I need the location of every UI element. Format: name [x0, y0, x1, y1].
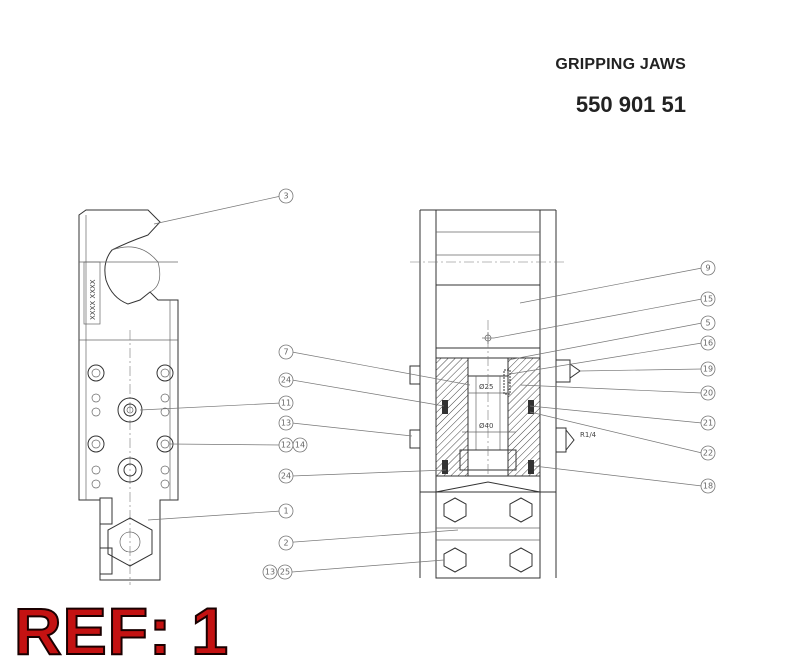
callout-18: 18: [700, 478, 716, 494]
callout-22: 22: [700, 445, 716, 461]
callout-7: 7: [278, 344, 294, 360]
svg-text:19: 19: [703, 365, 713, 374]
svg-text:22: 22: [703, 449, 713, 458]
callout-24-lower: 24: [278, 468, 294, 484]
reference-label: REF: 1: [13, 594, 230, 668]
part-number: 550 901 51: [575, 92, 686, 117]
callout-15: 15: [700, 291, 716, 307]
svg-text:24: 24: [281, 376, 291, 385]
svg-text:20: 20: [703, 389, 713, 398]
callout-9: 9: [700, 260, 716, 276]
side-marking: XXXX XXXX: [89, 279, 97, 320]
svg-text:24: 24: [281, 472, 291, 481]
callout-5: 5: [700, 315, 716, 331]
leader-lines: [139, 195, 703, 573]
callout-1: 1: [278, 503, 294, 519]
svg-text:18: 18: [703, 482, 713, 491]
svg-text:15: 15: [703, 295, 713, 304]
dim-bore-small: Ø25: [479, 383, 493, 391]
side-view: XXXX XXXX: [78, 209, 179, 585]
callout-24-upper: 24: [278, 372, 294, 388]
svg-text:12: 12: [281, 441, 291, 450]
section-view: Ø25 Ø40 R1/4: [409, 209, 597, 579]
svg-text:7: 7: [283, 348, 288, 357]
callout-2: 2: [278, 535, 294, 551]
callout-13-lower: 13: [262, 564, 278, 580]
bolt-group: [87, 364, 174, 575]
callout-11: 11: [278, 395, 294, 411]
svg-text:1: 1: [283, 507, 288, 516]
callout-20: 20: [700, 385, 716, 401]
jaw-outline: [78, 209, 179, 581]
svg-text:14: 14: [295, 441, 305, 450]
svg-text:5: 5: [705, 319, 710, 328]
dim-bore-large: Ø40: [479, 422, 493, 430]
callout-19: 19: [700, 361, 716, 377]
svg-text:13: 13: [265, 568, 275, 577]
svg-text:16: 16: [703, 339, 713, 348]
callout-14: 14: [292, 437, 308, 453]
callout-13: 13: [278, 415, 294, 431]
callout-25: 25: [277, 564, 293, 580]
svg-text:3: 3: [283, 192, 288, 201]
callout-21: 21: [700, 415, 716, 431]
callout-3: 3: [278, 188, 294, 204]
callout-16: 16: [700, 335, 716, 351]
svg-text:21: 21: [703, 419, 713, 428]
drawing-title: GRIPPING JAWS: [555, 56, 686, 73]
svg-text:2: 2: [283, 539, 288, 548]
callout-12: 12: [278, 437, 294, 453]
svg-text:9: 9: [705, 264, 710, 273]
dim-thread: R1/4: [580, 431, 597, 439]
svg-text:11: 11: [281, 399, 291, 408]
svg-text:25: 25: [280, 568, 290, 577]
svg-text:13: 13: [281, 419, 291, 428]
